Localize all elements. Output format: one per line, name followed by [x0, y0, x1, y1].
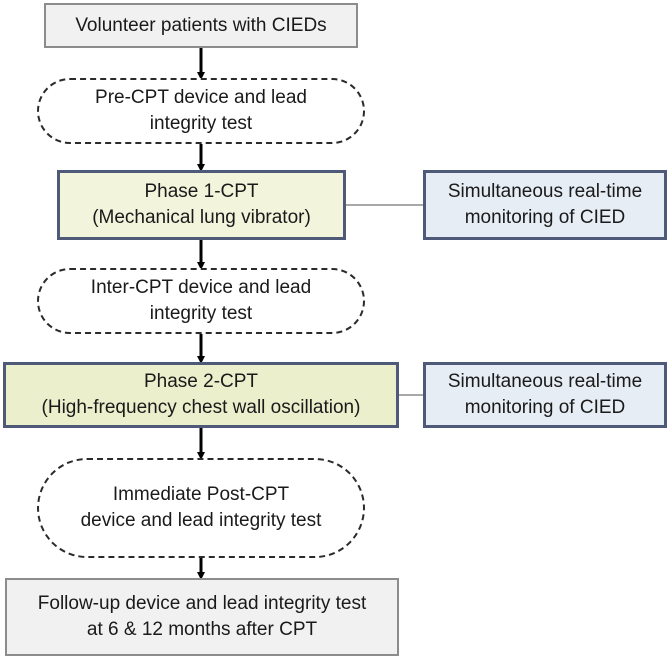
- phase2-subtitle: (High-frequency chest wall oscillation): [41, 397, 361, 418]
- pre-cpt-test-line-1: Pre-CPT device and lead: [95, 87, 307, 108]
- pre-cpt-test-line-2: integrity test: [149, 113, 253, 134]
- monitoring-2-line-1: Simultaneous real-time: [447, 371, 643, 392]
- monitoring-1-line-1: Simultaneous real-time: [447, 181, 643, 202]
- volunteer-patients-box: Volunteer patients with CIEDs: [44, 3, 358, 48]
- monitoring-2-line-2: monitoring of CIED: [464, 397, 626, 418]
- post-cpt-test-node: Immediate Post-CPT device and lead integ…: [37, 458, 365, 558]
- follow-up-test-box: Follow-up device and lead integrity test…: [5, 578, 399, 656]
- monitoring-1-line-2: monitoring of CIED: [464, 207, 626, 228]
- phase1-cpt-box: Phase 1-CPT (Mechanical lung vibrator): [57, 170, 346, 240]
- post-cpt-test-line-2: device and lead integrity test: [80, 510, 322, 531]
- volunteer-patients-label: Volunteer patients with CIEDs: [75, 14, 327, 36]
- monitoring-box-2: Simultaneous real-time monitoring of CIE…: [423, 362, 667, 428]
- inter-cpt-test-line-1: Inter-CPT device and lead: [90, 277, 312, 298]
- inter-cpt-test-line-2: integrity test: [149, 303, 253, 324]
- phase2-cpt-box: Phase 2-CPT (High-frequency chest wall o…: [3, 362, 399, 428]
- phase1-subtitle: (Mechanical lung vibrator): [92, 207, 311, 228]
- monitoring-box-1: Simultaneous real-time monitoring of CIE…: [423, 170, 667, 240]
- phase1-title: Phase 1-CPT: [144, 181, 259, 202]
- follow-up-line-1: Follow-up device and lead integrity test: [37, 593, 367, 614]
- post-cpt-test-line-1: Immediate Post-CPT: [112, 484, 290, 505]
- pre-cpt-test-node: Pre-CPT device and lead integrity test: [37, 78, 365, 144]
- phase2-title: Phase 2-CPT: [143, 371, 259, 392]
- follow-up-line-2: at 6 & 12 months after CPT: [86, 619, 318, 640]
- inter-cpt-test-node: Inter-CPT device and lead integrity test: [37, 268, 365, 334]
